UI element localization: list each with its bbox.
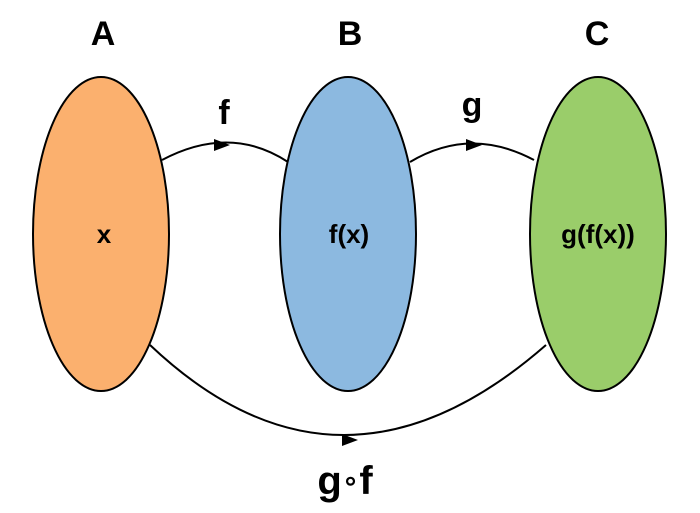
composition-right: f xyxy=(359,459,373,503)
set-a-ellipse xyxy=(32,76,170,392)
composition-label: g∘f xyxy=(317,459,373,503)
set-c-element: g(f(x)) xyxy=(561,219,635,249)
set-a-element: x xyxy=(97,219,112,249)
arrowhead-composition xyxy=(342,434,358,446)
set-c-title: C xyxy=(585,15,610,53)
set-a-title: A xyxy=(91,15,116,53)
arrowhead-f xyxy=(214,139,230,151)
set-c-ellipse xyxy=(529,76,667,392)
set-b-title: B xyxy=(338,15,363,53)
arrowhead-g xyxy=(466,139,482,151)
set-b-ellipse xyxy=(279,76,417,392)
arc-f xyxy=(161,141,289,163)
set-b-element: f(x) xyxy=(329,219,369,249)
composition-operator: ∘ xyxy=(342,465,360,496)
composition-left: g xyxy=(317,459,341,503)
map-f-label: f xyxy=(218,94,230,132)
map-g-label: g xyxy=(462,86,483,124)
